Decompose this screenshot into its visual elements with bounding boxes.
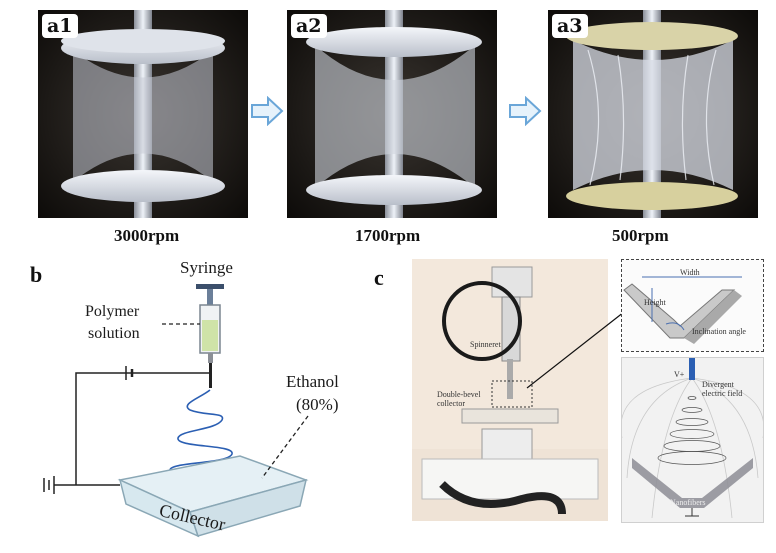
inclination-angle-label: Inclination angle [692,327,746,336]
ethanol-label-line2: (80%) [296,395,339,414]
electric-field-inset: V+ Divergent electric field Nanofibers [621,357,764,523]
panel-letter-b: b [30,262,43,287]
collector-geometry-inset: Width Height Inclination angle [621,259,764,352]
ethanol-label-line1: Ethanol [286,372,339,391]
caption-a3: 500rpm [612,226,669,245]
ground-icon [43,476,76,494]
syringe-icon [196,284,224,388]
collector-label-c2: collector [437,399,465,408]
frame-tag-a2: a2 [291,14,327,38]
battery-icon [125,366,134,380]
caption-a1: 3000rpm [114,226,180,245]
syringe-label: Syringe [180,258,233,277]
arrow-right-icon [251,96,284,126]
photo-a2: a2 [287,10,497,218]
frame-tag-a1: a1 [42,14,78,38]
collector-label-c1: Double-bevel [437,390,481,399]
photo-a3: a3 [548,10,758,218]
field-label-line2: electric field [702,389,743,398]
polymer-label-line2: solution [88,325,140,342]
panel-letter-c: c [374,265,384,290]
polymer-label-line1: Polymer [85,303,140,320]
nanofibers-label: Nanofibers [670,498,706,507]
height-label: Height [644,298,666,307]
field-label-line1: Divergent [702,380,734,389]
electrospinning-setup-diagram [43,284,309,538]
frame-tag-a3: a3 [552,14,588,38]
width-label: Width [680,268,700,277]
spinneret-label: Spinneret [470,340,501,349]
voltage-label: V+ [674,370,685,379]
arrow-right-icon [509,96,542,126]
apparatus-photo: Spinneret Double-bevel collector [412,259,608,521]
caption-a2: 1700rpm [355,226,421,245]
zoom-connector-line [526,311,625,389]
photo-a1: a1 [38,10,248,218]
